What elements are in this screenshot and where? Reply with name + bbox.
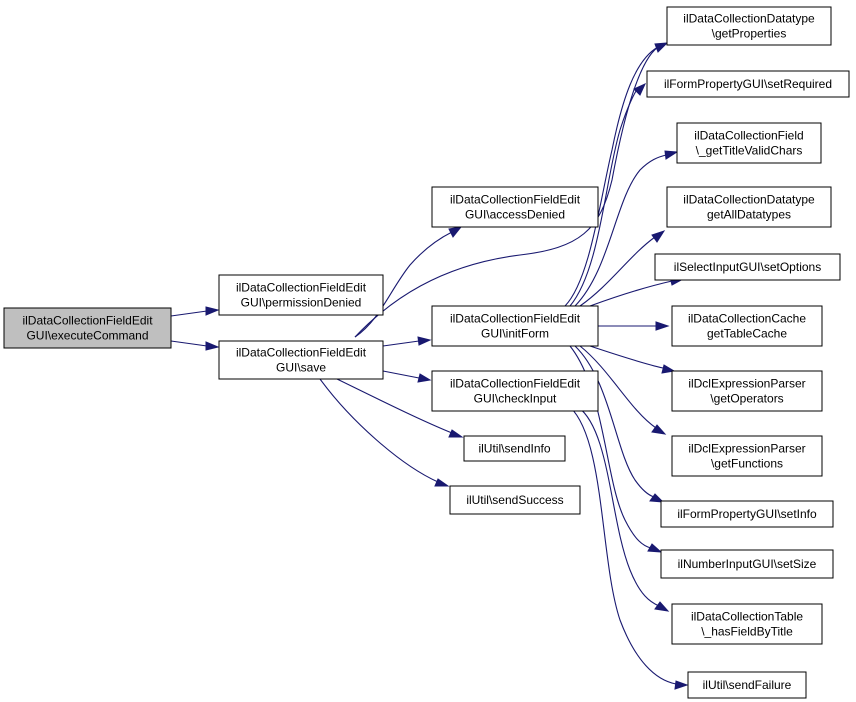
node-box bbox=[671, 370, 823, 412]
node-box bbox=[646, 70, 850, 98]
edge-save-to-sendsuccess bbox=[319, 378, 450, 487]
node-label-line: getAllDatatypes bbox=[707, 208, 791, 222]
node-get-title-valid-chars[interactable]: ilDataCollectionField\_getTitleValidChar… bbox=[676, 122, 822, 164]
node-box bbox=[687, 671, 807, 699]
node-label-line: ilUtil\sendSuccess bbox=[466, 493, 563, 507]
node-label-line: ilUtil\sendFailure bbox=[703, 678, 792, 692]
edge-executecommand-to-permissiondenied bbox=[170, 306, 220, 317]
node-label-line: ilNumberInputGUI\setSize bbox=[678, 557, 817, 571]
node-label-line: ilDataCollectionFieldEdit bbox=[236, 281, 367, 295]
node-label-line: ilDclExpressionParser bbox=[688, 377, 805, 391]
edge-save-to-sendinfo bbox=[336, 378, 464, 438]
nodes-layer: ilDataCollectionFieldEditGUI\executeComm… bbox=[3, 6, 850, 699]
edge-initform-to-getfunctions bbox=[579, 345, 667, 435]
node-label-line: ilDataCollectionTable bbox=[691, 610, 803, 624]
edge-checkinput-to-hasfieldbytitle bbox=[577, 406, 670, 612]
node-label-line: ilDataCollectionDatatype bbox=[683, 193, 815, 207]
edge-initform-to-gettablecache bbox=[598, 321, 670, 331]
node-box bbox=[676, 122, 822, 164]
node-send-success[interactable]: ilUtil\sendSuccess bbox=[449, 485, 581, 515]
node-box bbox=[671, 603, 823, 645]
node-execute-command[interactable]: ilDataCollectionFieldEditGUI\executeComm… bbox=[3, 307, 172, 349]
node-set-info[interactable]: ilFormPropertyGUI\setInfo bbox=[660, 500, 834, 528]
node-get-operators[interactable]: ilDclExpressionParser\getOperators bbox=[671, 370, 823, 412]
node-get-properties[interactable]: ilDataCollectionDatatype\getProperties bbox=[666, 6, 832, 46]
node-box bbox=[666, 186, 832, 228]
node-label-line: \_hasFieldByTitle bbox=[701, 625, 793, 639]
edge-initform-to-gettitlevalidchars bbox=[574, 150, 679, 307]
edges-layer bbox=[170, 42, 689, 690]
edge-initform-to-setinfo bbox=[574, 345, 665, 503]
node-label-line: GUI\checkInput bbox=[474, 392, 557, 406]
node-send-failure[interactable]: ilUtil\sendFailure bbox=[687, 671, 807, 699]
node-label-line: ilDataCollectionFieldEdit bbox=[450, 377, 581, 391]
edge-initform-to-getalldatatypes bbox=[579, 230, 666, 307]
node-send-info[interactable]: ilUtil\sendInfo bbox=[463, 435, 566, 462]
node-box bbox=[431, 186, 599, 228]
edge-initform-to-setoptions bbox=[589, 276, 685, 307]
node-label-line: GUI\initForm bbox=[481, 327, 549, 341]
node-label-line: \getOperators bbox=[710, 392, 783, 406]
node-box bbox=[660, 500, 834, 528]
node-label-line: ilDataCollectionFieldEdit bbox=[236, 346, 367, 360]
node-box bbox=[654, 253, 841, 281]
node-label-line: \getProperties bbox=[712, 27, 787, 41]
node-box bbox=[431, 305, 599, 347]
node-box bbox=[218, 274, 384, 316]
node-set-required[interactable]: ilFormPropertyGUI\setRequired bbox=[646, 70, 850, 98]
node-box bbox=[218, 340, 384, 380]
node-label-line: GUI\save bbox=[276, 361, 326, 375]
node-label-line: GUI\executeCommand bbox=[26, 329, 148, 343]
node-box bbox=[671, 305, 823, 347]
node-label-line: ilDataCollectionCache bbox=[688, 312, 806, 326]
node-box bbox=[463, 435, 566, 462]
node-access-denied[interactable]: ilDataCollectionFieldEditGUI\accessDenie… bbox=[431, 186, 599, 228]
node-box bbox=[671, 435, 823, 477]
node-set-size[interactable]: ilNumberInputGUI\setSize bbox=[660, 549, 834, 579]
node-box bbox=[660, 549, 834, 579]
edge-executecommand-to-save bbox=[170, 340, 220, 351]
node-label-line: ilFormPropertyGUI\setInfo bbox=[677, 507, 817, 521]
node-label-line: ilDataCollectionFieldEdit bbox=[22, 314, 153, 328]
node-label-line: ilDclExpressionParser bbox=[688, 442, 805, 456]
node-label-line: ilDataCollectionFieldEdit bbox=[450, 193, 581, 207]
node-box bbox=[666, 6, 832, 46]
node-label-line: GUI\permissionDenied bbox=[241, 296, 362, 310]
node-set-options[interactable]: ilSelectInputGUI\setOptions bbox=[654, 253, 841, 281]
edge-save-to-initform bbox=[382, 336, 432, 347]
node-box bbox=[3, 307, 172, 349]
node-label-line: ilDataCollectionDatatype bbox=[683, 12, 815, 26]
node-label-line: \_getTitleValidChars bbox=[696, 144, 803, 158]
node-label-line: ilDataCollectionField bbox=[694, 129, 803, 143]
node-label-line: getTableCache bbox=[707, 327, 787, 341]
node-label-line: GUI\accessDenied bbox=[465, 208, 565, 222]
node-has-field-by-title[interactable]: ilDataCollectionTable\_hasFieldByTitle bbox=[671, 603, 823, 645]
node-label-line: ilSelectInputGUI\setOptions bbox=[674, 260, 821, 274]
node-get-functions[interactable]: ilDclExpressionParser\getFunctions bbox=[671, 435, 823, 477]
node-permission-denied[interactable]: ilDataCollectionFieldEditGUI\permissionD… bbox=[218, 274, 384, 316]
node-box bbox=[431, 370, 599, 412]
edge-initform-to-getproperties bbox=[564, 42, 669, 307]
node-label-line: ilUtil\sendInfo bbox=[478, 442, 550, 456]
edge-initform-to-getoperators bbox=[589, 345, 676, 374]
edge-checkinput-to-sendfailure bbox=[569, 406, 689, 690]
edge-save-to-checkinput bbox=[382, 370, 432, 383]
node-label-line: ilDataCollectionFieldEdit bbox=[450, 312, 581, 326]
edge-initform-to-setrequired bbox=[569, 82, 647, 307]
edge-save-to-getproperties bbox=[354, 46, 659, 338]
node-box bbox=[449, 485, 581, 515]
node-label-line: ilFormPropertyGUI\setRequired bbox=[664, 77, 832, 91]
node-label-line: \getFunctions bbox=[711, 457, 783, 471]
